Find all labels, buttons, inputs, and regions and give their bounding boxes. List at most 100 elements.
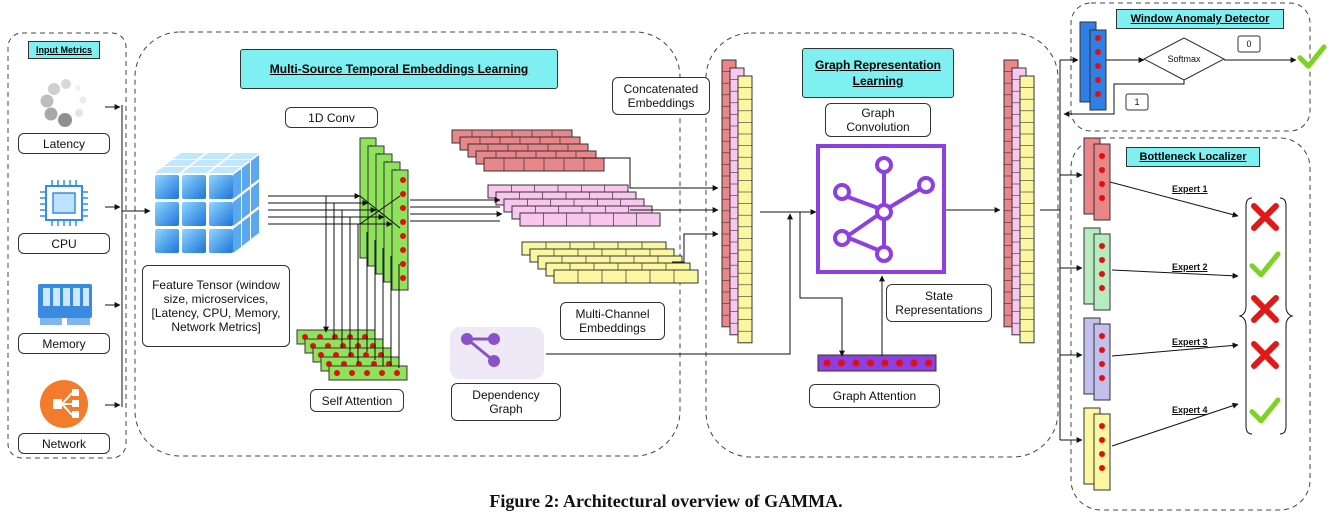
- figure-caption: Figure 2: Architectural overview of GAMM…: [489, 491, 843, 511]
- graph-panel-title: Graph Representation Learning: [802, 48, 954, 98]
- graph-convolution-label: Graph Convolution: [825, 103, 931, 137]
- detector-dot: [1095, 91, 1101, 97]
- cube-side: [233, 169, 241, 199]
- expert-dot: [1099, 361, 1105, 367]
- expert-dot: [1099, 167, 1105, 173]
- self-attention-stack: [296, 329, 408, 381]
- cube-side: [251, 155, 259, 185]
- cube-side: [233, 196, 241, 226]
- input-panel-frame: [7, 32, 127, 459]
- conv-filter-bar: [391, 169, 409, 291]
- flow-arrows: [268, 57, 1297, 447]
- expert-dot: [1099, 465, 1105, 471]
- graph-attention-dot: [910, 359, 918, 367]
- cube-top: [164, 160, 196, 166]
- graph-attention-bar: [817, 354, 937, 372]
- cube-top: [191, 160, 223, 166]
- cube-cell: [182, 175, 206, 199]
- conv-dot: [400, 205, 406, 211]
- multi-channel-embedding-slabs: [451, 129, 699, 284]
- feature-tensor-line-3: [Latency, CPU, Memory,: [151, 306, 281, 320]
- cross-icon: [1251, 341, 1279, 369]
- expert-dot: [1099, 333, 1105, 339]
- graph-convolution-icon: [816, 144, 946, 274]
- network-label: Network: [18, 433, 110, 454]
- latency-spinner-icon: [40, 79, 87, 127]
- state-line-1: State: [924, 289, 954, 303]
- cube-cell: [209, 202, 233, 226]
- detector-dot: [1095, 77, 1101, 83]
- detector-title: Window Anomaly Detector: [1116, 9, 1284, 29]
- dependency-graph-line-2: Graph: [489, 402, 523, 416]
- graph-title-line-2: Learning: [852, 74, 904, 88]
- expert-4-label: Expert 4: [1172, 405, 1208, 415]
- detector-vector-column: [1079, 21, 1107, 111]
- cube-side: [251, 182, 259, 212]
- cube-top: [173, 153, 205, 159]
- conv-dot: [400, 191, 406, 197]
- self-attention-label: Self Attention: [310, 389, 404, 412]
- conv-dot: [400, 177, 406, 183]
- cpu-label: CPU: [18, 233, 110, 254]
- yellow-column: [737, 75, 753, 344]
- self-attention-dot: [379, 370, 385, 376]
- expert-dot: [1099, 181, 1105, 187]
- output-zero-label: 0: [1246, 39, 1252, 49]
- cube-top: [182, 167, 214, 173]
- cpu-chip-icon: [40, 180, 88, 226]
- state-representation-column: [1003, 59, 1035, 344]
- check-icon: [1297, 44, 1327, 69]
- cube-cell: [155, 229, 179, 253]
- detector-dot: [1095, 35, 1101, 41]
- expert-dot: [1099, 451, 1105, 457]
- expert-dot: [1099, 347, 1105, 353]
- cube-top: [155, 167, 187, 173]
- dependency-graph-label: Dependency Graph: [451, 383, 561, 421]
- check-icon: [1249, 397, 1281, 424]
- graph-panel-frame: [705, 32, 1059, 458]
- self-attention-dot: [364, 370, 370, 376]
- multi-channel-label: Multi-Channel Embeddings: [560, 302, 665, 340]
- softmax-diamond: [1142, 37, 1226, 81]
- cube-top: [200, 153, 232, 159]
- expert-dot: [1099, 285, 1105, 291]
- cross-icon: [1251, 203, 1279, 231]
- cube-cell: [155, 202, 179, 226]
- expert-2-label: Expert 2: [1172, 262, 1208, 272]
- cube-top: [227, 153, 259, 159]
- temporal-panel-title: Multi-Source Temporal Embeddings Learnin…: [240, 49, 558, 89]
- feature-tensor-line-4: Network Metrics]: [171, 320, 261, 334]
- concatenated-embedding-column: [721, 59, 753, 344]
- cube-cell: [182, 202, 206, 226]
- network-hub-icon: [40, 380, 88, 428]
- feature-tensor-box: Feature Tensor (window size, microservic…: [142, 265, 290, 347]
- check-icon: [1249, 251, 1281, 278]
- expert-dot: [1099, 195, 1105, 201]
- outcome-marks: [1249, 44, 1327, 424]
- temporal-panel-frame: [134, 31, 681, 457]
- output-zero-box: [1237, 35, 1261, 53]
- concatenated-line-1: Concatenated: [623, 82, 699, 96]
- cube-cell: [182, 229, 206, 253]
- graph-attention-dot: [823, 359, 831, 367]
- graph-title-line-1: Graph Representation: [814, 58, 942, 72]
- feature-tensor-cube-icon: [155, 153, 259, 253]
- dependency-graph-icon: [450, 327, 544, 379]
- self-attention-dot: [394, 370, 400, 376]
- cube-cell: [209, 175, 233, 199]
- input-metrics-title: Input Metrics: [28, 41, 100, 59]
- self-attention-dot: [349, 370, 355, 376]
- graph-attention-dot: [925, 359, 932, 367]
- detector-dot: [1095, 49, 1101, 55]
- graph-attention-dot: [881, 359, 889, 367]
- dependency-graph-line-1: Dependency: [472, 388, 540, 402]
- softmax-label: Softmax: [1167, 54, 1201, 64]
- detector-front-bar: [1089, 29, 1107, 111]
- expert-dot: [1099, 375, 1105, 381]
- expert-columns: [1083, 137, 1111, 491]
- yellow-column: [1019, 75, 1035, 344]
- expert-dot: [1099, 437, 1105, 443]
- cube-top: [218, 160, 250, 166]
- graph-attention-rect: [817, 354, 937, 372]
